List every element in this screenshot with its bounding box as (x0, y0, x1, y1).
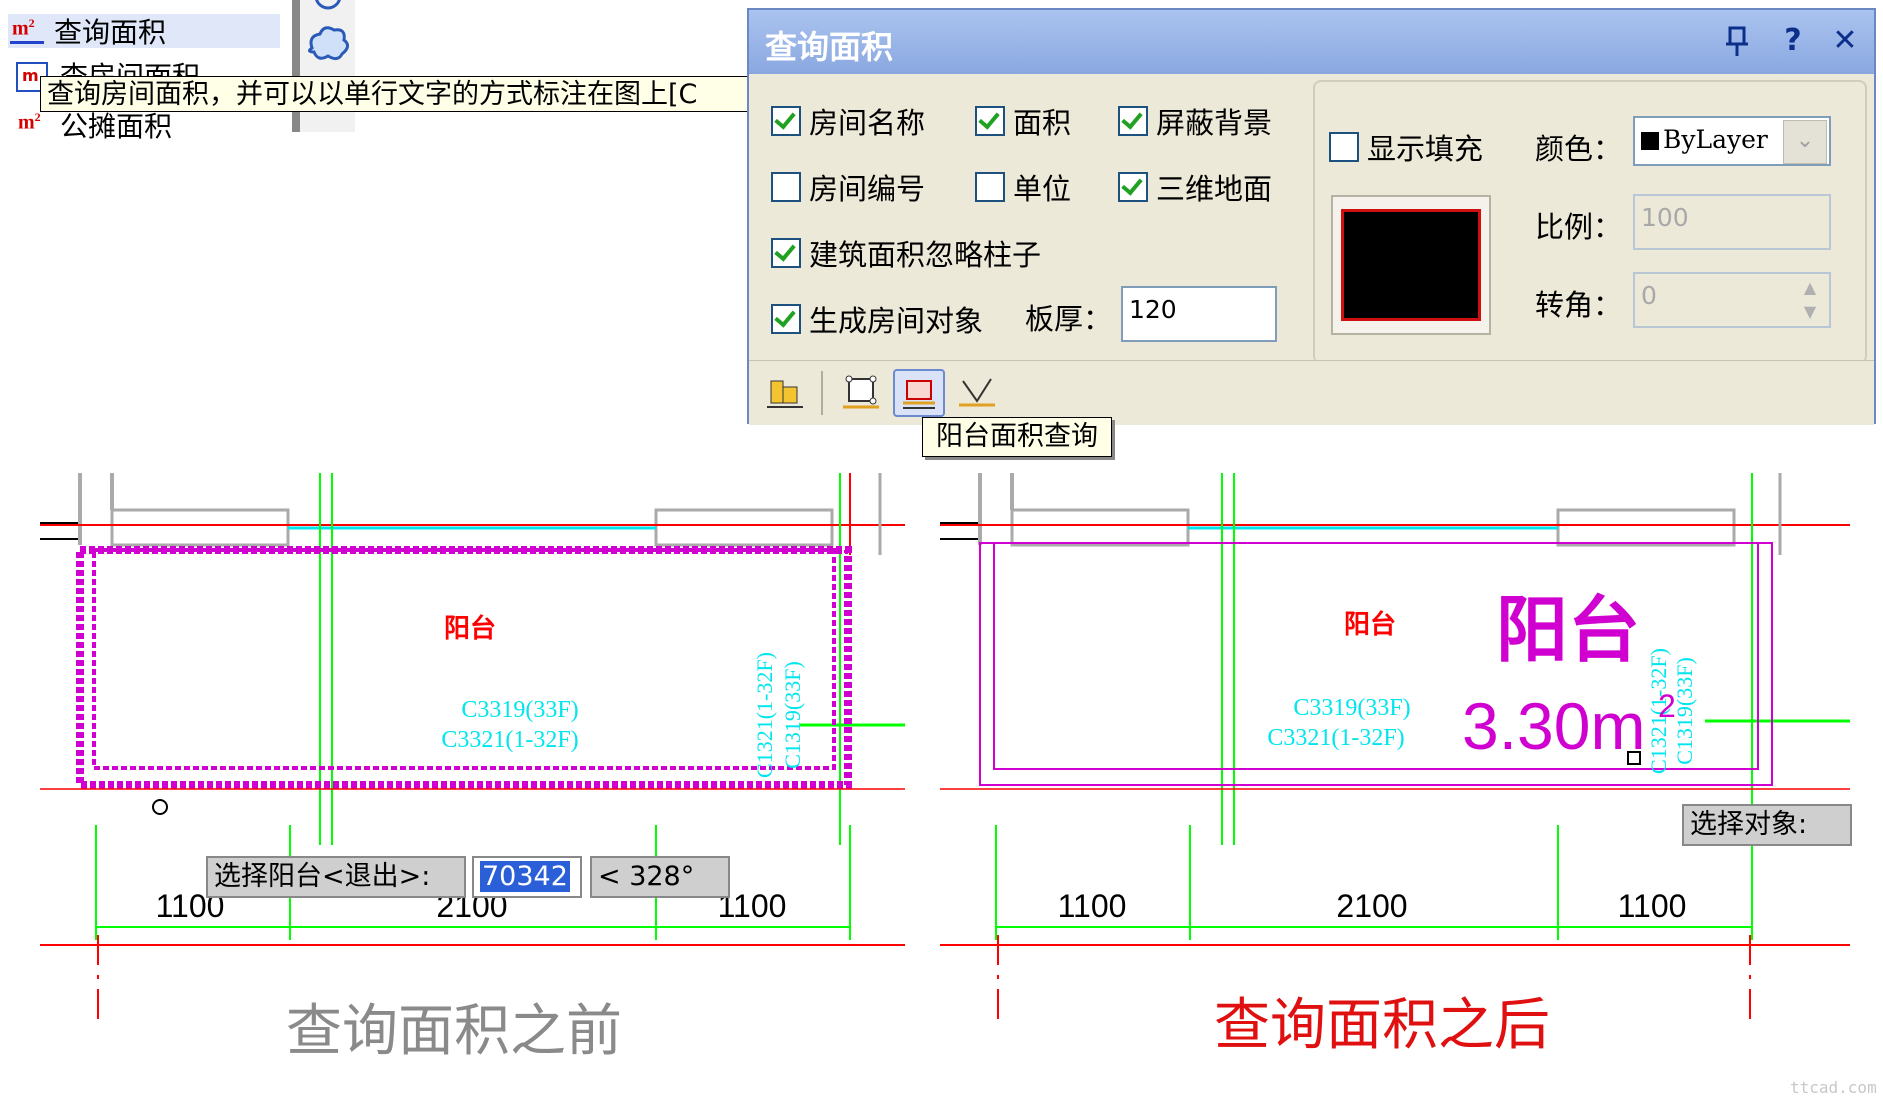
dimension-label: 2100 (1336, 888, 1407, 924)
window-label: C3319(33F) (461, 697, 578, 723)
cloud-tool-icon[interactable] (300, 0, 355, 132)
angle-input[interactable]: 0 (1633, 272, 1831, 328)
menu-item-label: 查询面积 (54, 16, 167, 49)
checkbox-mask-background[interactable]: 屏蔽背景 (1118, 100, 1272, 142)
checkbox-box[interactable] (771, 106, 801, 136)
checkbox-room-name[interactable]: 房间名称 (771, 100, 925, 142)
roof-area-tool-icon[interactable] (951, 369, 1003, 417)
checkbox-label: 房间编号 (809, 172, 926, 206)
balcony-area-tool-icon[interactable] (893, 369, 945, 417)
command-menu: m2 查询面积 m 查房间面积 m2 公摊面积 (0, 0, 300, 143)
coordinate-input[interactable]: 70342 (472, 856, 582, 898)
menu-tooltip: 查询房间面积，并可以以单行文字的方式标注在图上[C (40, 76, 752, 112)
window-label: C3321(1-32F) (441, 727, 578, 753)
command-prompt: 选择阳台<退出>: (206, 856, 466, 898)
spin-up-icon[interactable]: ▲ (1803, 278, 1817, 297)
checkbox-label: 建筑面积忽略柱子 (809, 238, 1042, 272)
chevron-down-icon[interactable]: ⌄ (1783, 120, 1827, 164)
scale-input[interactable]: 100 (1633, 194, 1831, 250)
window-label-vertical: C1319(33F) (1672, 657, 1697, 765)
dialog-titlebar[interactable]: 查询面积 ? ✕ (749, 10, 1874, 74)
checkbox-label: 三维地面 (1156, 172, 1273, 206)
checkbox-label: 显示填充 (1367, 132, 1484, 166)
dimension-label: 1100 (1618, 888, 1687, 924)
spin-down-icon[interactable]: ▼ (1803, 302, 1817, 321)
checkbox-create-room-object[interactable]: 生成房间对象 (771, 298, 983, 340)
checkbox-unit[interactable]: 单位 (975, 166, 1071, 208)
fill-preview-swatch[interactable] (1331, 195, 1491, 335)
checkbox-room-number[interactable]: 房间编号 (771, 166, 925, 208)
checkbox-box[interactable] (975, 106, 1005, 136)
room-name-label: 阳台 (444, 613, 496, 644)
checkbox-box[interactable] (1118, 106, 1148, 136)
toolbar-separator (821, 371, 823, 415)
dimension-label: 1100 (1058, 888, 1127, 924)
scale-label: 比例： (1535, 210, 1623, 244)
dialog-toolbar (749, 360, 1874, 425)
area-annotation-value: 3.30m (1462, 689, 1645, 763)
window-label: C3321(1-32F) (1267, 725, 1404, 751)
coordinate-value: 70342 (480, 861, 570, 892)
room-name-label: 阳台 (1344, 609, 1396, 640)
menu-divider[interactable] (292, 0, 300, 132)
checkbox-box[interactable] (771, 238, 801, 268)
building-area-tool-icon[interactable] (759, 369, 811, 417)
angle-readout: < 328° (590, 856, 730, 898)
slab-thickness-input[interactable]: 120 (1121, 286, 1277, 342)
checkbox-label: 生成房间对象 (809, 304, 984, 338)
color-chip (1641, 132, 1659, 150)
checkbox-box[interactable] (771, 172, 801, 202)
checkbox-box[interactable] (975, 172, 1005, 202)
drawing-after[interactable]: 1100 2100 1100 阳台 C3319(33F) C3321(1-32F… (940, 465, 1883, 1100)
caption-before: 查询面积之前 (286, 999, 622, 1064)
window-label-vertical: C1321(1-32F) (752, 652, 777, 778)
window-label: C3319(33F) (1293, 695, 1410, 721)
window-label-vertical: C1321(1-32F) (1646, 648, 1671, 774)
menu-item-shared-area[interactable]: m2 公摊面积 (14, 108, 173, 143)
checkbox-box[interactable] (771, 304, 801, 334)
area-query-dialog: 查询面积 ? ✕ 房间名称 面积 屏蔽背景 房间编号 单位 三维地面 建筑面积忽… (747, 8, 1876, 425)
shared-area-icon: m2 (18, 110, 41, 134)
toolbar-tooltip: 阳台面积查询 (922, 417, 1112, 457)
close-icon[interactable]: ✕ (1832, 23, 1858, 58)
slab-thickness-label: 板厚： (1025, 302, 1113, 336)
checkbox-box[interactable] (1329, 132, 1359, 162)
checkbox-show-fill[interactable]: 显示填充 (1329, 126, 1483, 168)
checkbox-label: 屏蔽背景 (1156, 106, 1273, 140)
checkbox-ignore-columns[interactable]: 建筑面积忽略柱子 (771, 232, 1041, 274)
cursor-pickbox-icon (1627, 751, 1641, 765)
room-area-tool-icon[interactable] (835, 369, 887, 417)
color-label: 颜色： (1535, 132, 1623, 166)
checkbox-area[interactable]: 面积 (975, 100, 1071, 142)
help-icon[interactable]: ? (1784, 23, 1802, 58)
menu-item-area-query[interactable]: m2 查询面积 (8, 14, 280, 49)
area-query-icon: m2 (8, 16, 46, 46)
checkbox-label: 面积 (1013, 106, 1072, 140)
window-label-vertical: C1319(33F) (780, 661, 805, 769)
command-prompt: 选择对象: (1682, 804, 1852, 846)
watermark: ttcad.com (1790, 1078, 1877, 1097)
menu-item-label: 公摊面积 (60, 110, 173, 143)
angle-label: 转角： (1535, 288, 1623, 322)
drawing-before[interactable]: 1100 2100 1100 阳台 C3319(33F) C3321(1-32F… (0, 465, 910, 1100)
checkbox-box[interactable] (1118, 172, 1148, 202)
side-toolbar (300, 0, 355, 132)
area-annotation-name: 阳台 (1496, 588, 1640, 672)
area-annotation-superscript: 2 (1658, 688, 1676, 724)
pin-icon[interactable] (1720, 24, 1754, 58)
checkbox-label: 单位 (1013, 172, 1072, 206)
checkbox-3d-floor[interactable]: 三维地面 (1118, 166, 1272, 208)
checkbox-label: 房间名称 (809, 106, 926, 140)
dialog-title: 查询面积 (765, 28, 894, 66)
caption-after: 查询面积之后 (1214, 993, 1550, 1058)
color-select-value: ByLayer (1663, 125, 1768, 154)
